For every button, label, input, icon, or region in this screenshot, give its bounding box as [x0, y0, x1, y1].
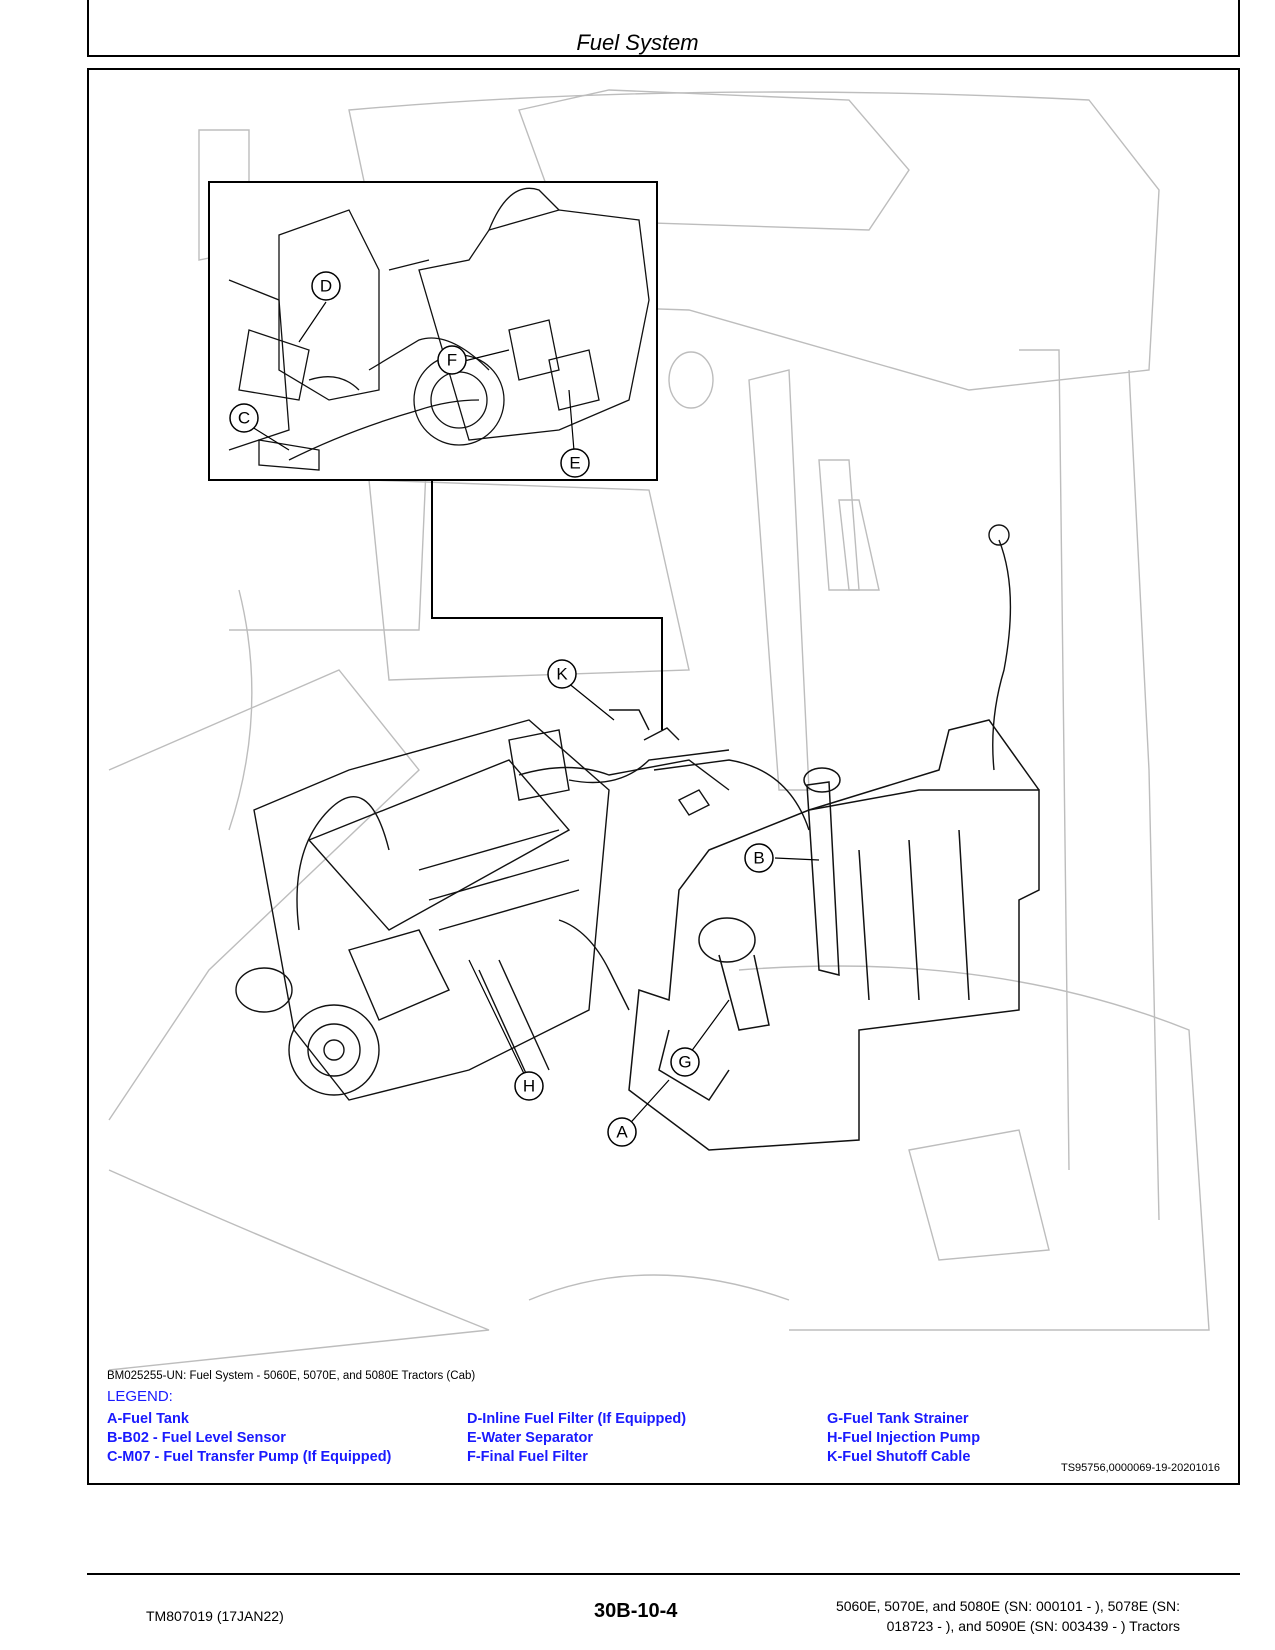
- svg-text:H: H: [523, 1077, 535, 1096]
- callout-f: F: [437, 345, 467, 375]
- svg-text:K: K: [556, 665, 568, 684]
- callout-k: K: [547, 659, 577, 689]
- manual-id: TM807019 (17JAN22): [146, 1608, 284, 1624]
- detail-inset-frame: [208, 181, 658, 481]
- legend-item-a: A-Fuel Tank: [107, 1411, 189, 1427]
- tractor-background: [108, 89, 1210, 1371]
- svg-text:D: D: [320, 277, 332, 296]
- legend-column-3: G-Fuel Tank Strainer H-Fuel Injection Pu…: [827, 1410, 980, 1467]
- legend-item-g: G-Fuel Tank Strainer: [827, 1411, 969, 1427]
- callout-d: D: [311, 271, 341, 301]
- legend-item-e: E-Water Separator: [467, 1430, 593, 1446]
- inset-leader-line: [431, 480, 663, 730]
- legend-column-2: D-Inline Fuel Filter (If Equipped) E-Wat…: [467, 1410, 686, 1467]
- svg-text:B: B: [753, 849, 764, 868]
- svg-text:A: A: [616, 1123, 628, 1142]
- legend-item-k: K-Fuel Shutoff Cable: [827, 1449, 971, 1465]
- legend-item-h: H-Fuel Injection Pump: [827, 1430, 981, 1446]
- engine-assembly: [235, 719, 730, 1101]
- callout-h: H: [514, 1071, 544, 1101]
- callout-b: B: [744, 843, 774, 873]
- callout-a: A: [607, 1117, 637, 1147]
- detail-inset-drawing: [228, 187, 650, 471]
- document-id: TS95756,0000069-19-20201016: [1060, 1462, 1220, 1474]
- model-applicability: 5060E, 5070E, and 5080E (SN: 000101 - ),…: [760, 1596, 1180, 1636]
- legend-item-f: F-Final Fuel Filter: [467, 1449, 588, 1465]
- svg-text:G: G: [678, 1053, 691, 1072]
- model-line-1: 5060E, 5070E, and 5080E (SN: 000101 - ),…: [835, 1598, 1180, 1614]
- figure-frame: D C F E K B G H A BM025255-UN: Fuel Syst…: [87, 68, 1240, 1485]
- callout-e: E: [560, 448, 590, 478]
- legend-item-b: B-B02 - Fuel Level Sensor: [107, 1430, 286, 1446]
- legend-column-1: A-Fuel Tank B-B02 - Fuel Level Sensor C-…: [107, 1410, 391, 1467]
- fuel-system-illustration: D C F E K B G H A: [108, 89, 1210, 1371]
- svg-text:F: F: [447, 351, 457, 370]
- svg-text:C: C: [238, 409, 250, 428]
- page-number: 30B-10-4: [594, 1600, 678, 1622]
- footer-rule: [87, 1573, 1240, 1575]
- model-line-2: 018723 - ), and 5090E (SN: 003439 - ) Tr…: [886, 1618, 1180, 1634]
- header-frame: [87, 0, 1240, 57]
- figure-caption: BM025255-UN: Fuel System - 5060E, 5070E,…: [107, 1370, 476, 1382]
- legend-item-c: C-M07 - Fuel Transfer Pump (If Equipped): [107, 1449, 392, 1465]
- legend-title: LEGEND:: [107, 1388, 173, 1405]
- legend-item-d: D-Inline Fuel Filter (If Equipped): [467, 1411, 687, 1427]
- callout-c: C: [229, 403, 259, 433]
- fuel-tank: [628, 719, 1040, 1151]
- callout-g: G: [670, 1047, 700, 1077]
- section-title: Fuel System: [576, 30, 699, 55]
- fuel-lines: [568, 524, 1012, 831]
- svg-text:E: E: [569, 454, 580, 473]
